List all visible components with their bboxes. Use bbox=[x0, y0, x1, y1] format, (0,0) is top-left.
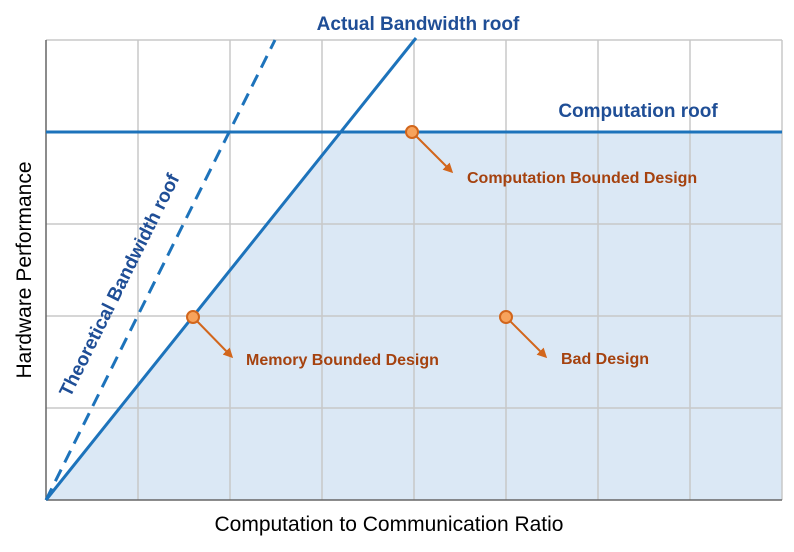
pointer-arrow bbox=[411, 131, 454, 174]
design-point-label: Computation Bounded Design bbox=[467, 170, 697, 187]
design-point-label: Bad Design bbox=[561, 351, 649, 368]
theoretical-bandwidth-roof-line bbox=[44, 39, 277, 501]
x-axis-title: Computation to Communication Ratio bbox=[214, 513, 563, 536]
computation-roof-label: Computation roof bbox=[558, 101, 718, 122]
design-point-bad: Bad Design bbox=[499, 310, 649, 368]
design-point-marker bbox=[499, 310, 513, 324]
design-point-computation-bounded: Computation Bounded Design bbox=[405, 125, 697, 187]
actual-bandwidth-roof-line bbox=[44, 37, 418, 501]
design-point-marker bbox=[405, 125, 419, 139]
pointer-arrow bbox=[192, 316, 234, 359]
actual-bandwidth-roof-label: Actual Bandwidth roof bbox=[317, 14, 520, 35]
design-point-marker bbox=[186, 310, 200, 324]
design-point-label: Memory Bounded Design bbox=[246, 352, 439, 369]
y-axis-title: Hardware Performance bbox=[13, 161, 36, 378]
pointer-arrow bbox=[505, 316, 548, 359]
design-point-memory-bounded: Memory Bounded Design bbox=[186, 310, 439, 369]
